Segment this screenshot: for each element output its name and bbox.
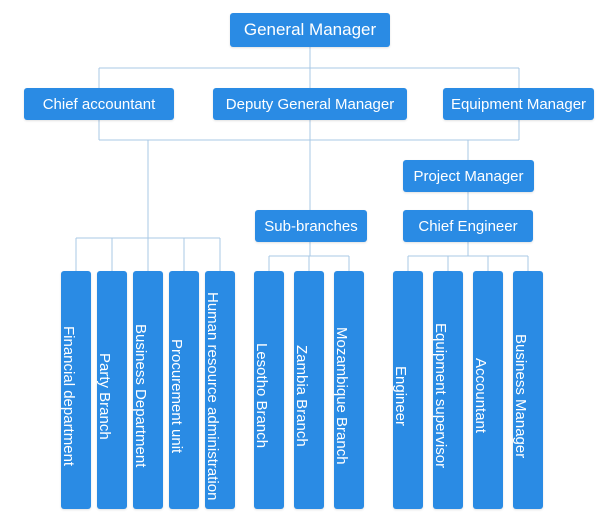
chief-engineer-label: Chief Engineer [418,217,518,235]
equipment-manager-label: Equipment Manager [450,95,587,113]
unit-box-human-resource-administration[interactable]: Human resource administration [204,271,235,509]
unit-box-financial-department[interactable]: Financial department [60,271,91,509]
general-manager-box[interactable]: General Manager [230,13,390,47]
chief-engineer-box[interactable]: Chief Engineer [403,210,533,242]
engineer-unit-box-engineer[interactable]: Engineer [392,271,423,509]
equipment-manager-box[interactable]: Equipment Manager [443,88,594,120]
deputy-general-manager-label: Deputy General Manager [225,95,395,113]
chief-accountant-box[interactable]: Chief accountant [24,88,174,120]
chief-accountant-label: Chief accountant [42,95,156,113]
unit-box-party-branch[interactable]: Party Branch [96,271,127,509]
unit-label: Business Department [132,324,149,468]
branch-label: Mozambique Branch [333,327,350,465]
project-manager-box[interactable]: Project Manager [403,160,534,192]
sub-branches-label: Sub-branches [264,217,358,235]
unit-label: Party Branch [96,352,113,440]
unit-box-business-department[interactable]: Business Department [132,271,163,509]
sub-branches-box[interactable]: Sub-branches [255,210,367,242]
branch-box-lesotho[interactable]: Lesotho Branch [253,271,284,509]
unit-label: Financial department [60,325,77,467]
general-manager-label: General Manager [243,20,377,39]
branch-box-mozambique[interactable]: Mozambique Branch [333,271,364,509]
project-manager-label: Project Manager [413,167,524,185]
engineer-unit-box-business-manager[interactable]: Business Manager [512,271,543,509]
branch-label: Zambia Branch [293,345,310,447]
branch-box-zambia[interactable]: Zambia Branch [293,271,324,509]
unit-box-procurement-unit[interactable]: Procurement unit [168,271,199,509]
engineer-unit-label: Accountant [472,358,489,434]
unit-label: Procurement unit [168,338,185,454]
engineer-unit-box-equipment-supervisor[interactable]: Equipment supervisor [432,271,463,509]
engineer-unit-label: Business Manager [512,333,529,459]
unit-label: Human resource administration [204,291,221,501]
engineer-unit-label: Equipment supervisor [432,323,449,469]
engineer-unit-box-accountant[interactable]: Accountant [472,271,503,509]
branch-label: Lesotho Branch [253,343,270,449]
engineer-unit-label: Engineer [392,365,409,427]
deputy-general-manager-box[interactable]: Deputy General Manager [213,88,407,120]
